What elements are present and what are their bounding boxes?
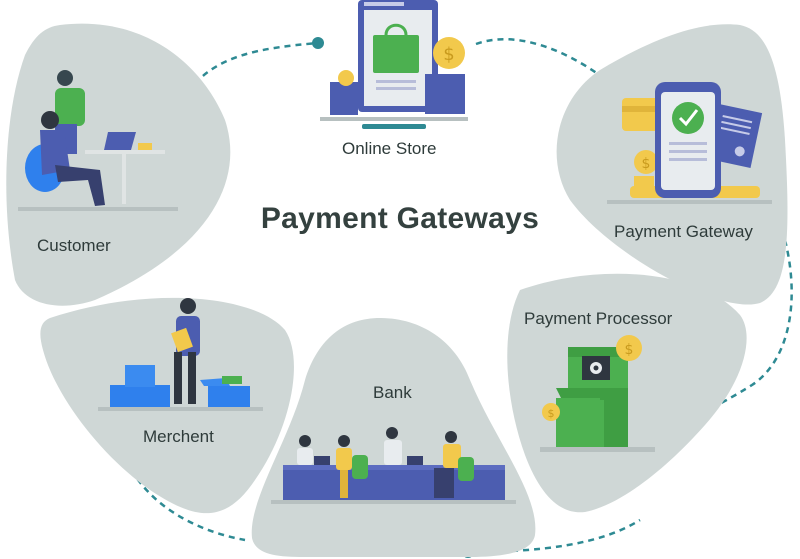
- stand: [362, 124, 426, 129]
- person-icon: [297, 435, 313, 465]
- coin-icon: $: [542, 403, 560, 421]
- shopping-bag-icon: [425, 74, 465, 114]
- desk: [85, 150, 165, 154]
- chair: [352, 455, 368, 479]
- dashed-connector-top-right: [476, 39, 610, 83]
- coin-icon: $: [433, 37, 465, 69]
- floor: [540, 447, 655, 452]
- svg-text:$: $: [548, 407, 555, 420]
- chair: [458, 457, 474, 481]
- payment-processor-label: Payment Processor: [524, 309, 672, 329]
- online-store-label: Online Store: [342, 139, 437, 159]
- laptop-icon: [104, 132, 136, 150]
- floor: [98, 407, 263, 411]
- gear-icon: [590, 362, 602, 374]
- coin-icon: $: [616, 335, 642, 361]
- coin-icon: [338, 70, 354, 86]
- dashed-connector-top-left: [188, 43, 318, 92]
- payment-gateway-label: Payment Gateway: [614, 222, 753, 242]
- connector-dot: [312, 37, 324, 49]
- phone-check-icon: [655, 82, 721, 198]
- svg-text:$: $: [443, 44, 454, 65]
- svg-text:$: $: [625, 342, 634, 358]
- shopping-bag-icon: [330, 82, 358, 115]
- shelf: [320, 117, 468, 121]
- svg-text:$: $: [642, 156, 651, 172]
- coin-icon: $: [634, 150, 658, 174]
- merchent-label: Merchent: [143, 427, 214, 447]
- customer-label: Customer: [37, 236, 111, 256]
- bank-label: Bank: [373, 383, 412, 403]
- online-store-illustration: $: [320, 0, 468, 129]
- floor: [271, 500, 516, 504]
